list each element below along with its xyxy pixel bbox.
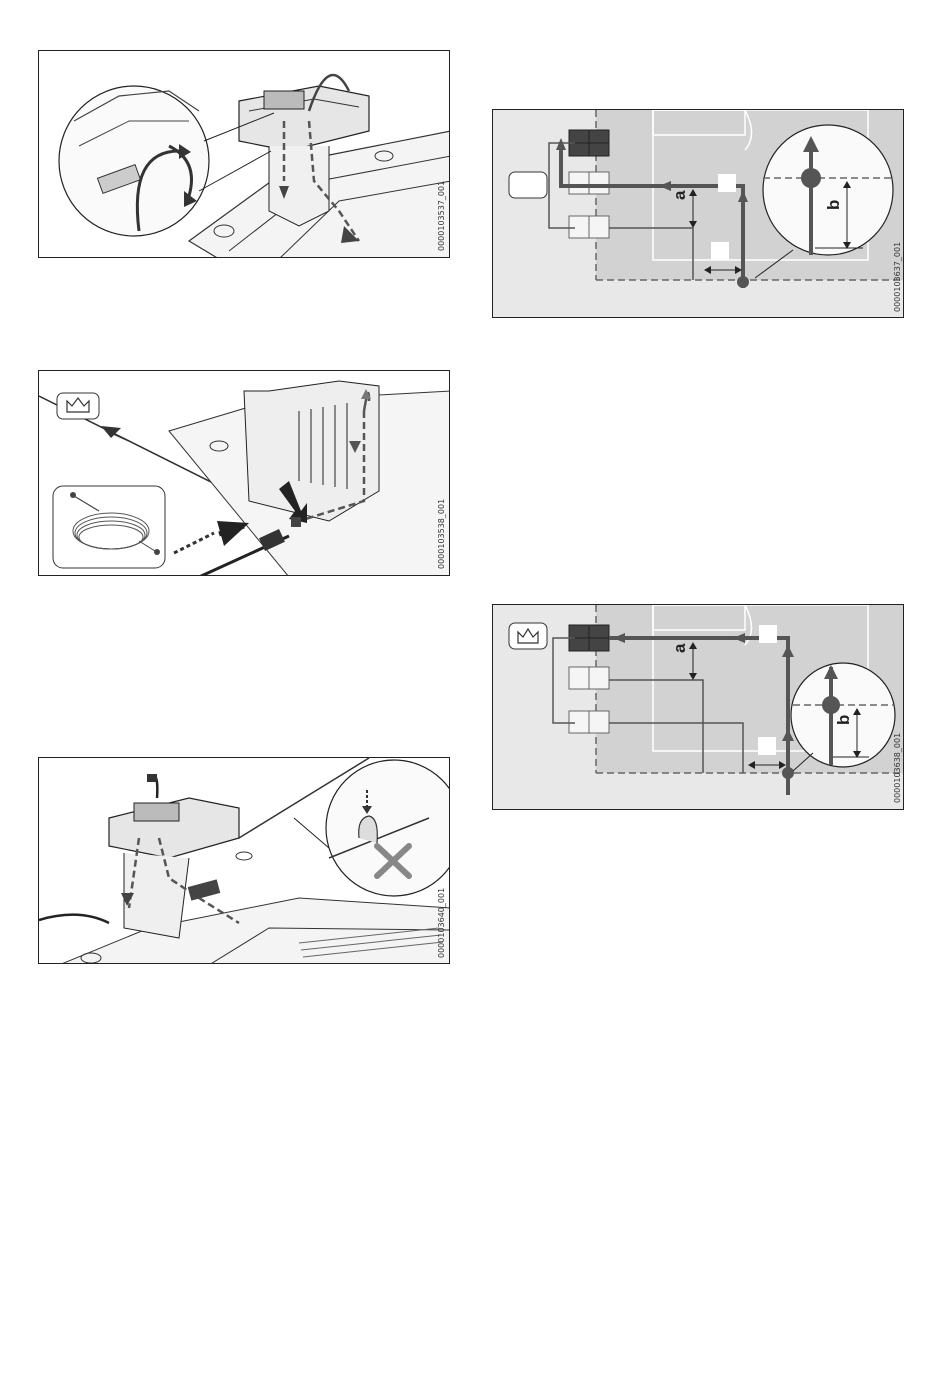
figure-code: 0000103537_001 <box>437 181 446 251</box>
dimension-a-label: a <box>670 643 689 653</box>
figure-3-cable-clip: 0000103640_001 <box>38 757 450 964</box>
figure-5-illustration: a b <box>493 605 904 810</box>
figure-code: 0000103538_001 <box>437 499 446 569</box>
figure-1-cable-routing: 0000103537_001 <box>38 50 450 258</box>
figure-code: 0000103638_001 <box>893 733 902 803</box>
dimension-a-label: a <box>670 190 689 200</box>
figure-code: 0000103640_001 <box>437 888 446 958</box>
dimension-b-label: b <box>824 200 843 210</box>
figure-2-illustration <box>39 371 450 576</box>
figure-3-illustration <box>39 758 450 964</box>
figure-1-illustration <box>39 51 450 258</box>
figure-2-connect-cable: 0000103538_001 <box>38 370 450 576</box>
figure-4-boundary-diagram: a b 0000103637_001 <box>492 109 904 318</box>
figure-code: 0000103637_001 <box>893 242 902 312</box>
figure-5-boundary-diagram: a b 0000103638_001 <box>492 604 904 810</box>
dimension-b-label: b <box>834 715 853 725</box>
figure-4-illustration: a b <box>493 110 904 318</box>
